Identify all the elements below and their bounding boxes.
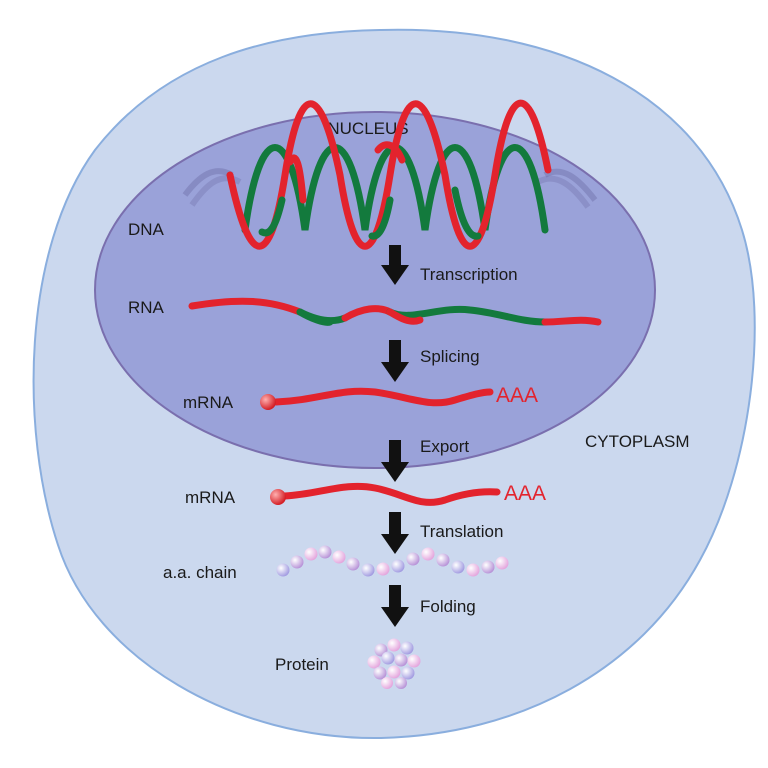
rna-label: RNA	[128, 298, 165, 317]
amino-acid-chain	[276, 545, 509, 577]
rna-strand	[188, 297, 602, 326]
arrow-export	[381, 440, 409, 482]
arrow-splicing	[381, 340, 409, 382]
step-splicing: Splicing	[420, 347, 480, 366]
arrow-transcription	[381, 245, 409, 285]
protein-label: Protein	[275, 655, 329, 674]
mrna-cytoplasm-label: mRNA	[185, 488, 236, 507]
dna-helix	[182, 99, 598, 250]
mrna-cytoplasm-strand	[270, 482, 501, 506]
arrow-translation	[381, 512, 409, 554]
nucleus-label: NUCLEUS	[327, 119, 408, 138]
step-folding: Folding	[420, 597, 476, 616]
folded-protein	[367, 638, 421, 689]
nucleus	[94, 111, 656, 469]
mrna-cap	[260, 394, 276, 410]
step-transcription: Transcription	[420, 265, 518, 284]
step-translation: Translation	[420, 522, 503, 541]
step-export: Export	[420, 437, 469, 456]
mrna-nucleus-strand	[260, 387, 494, 410]
cytoplasm-label: CYTOPLASM	[585, 432, 690, 451]
dna-label: DNA	[128, 220, 165, 239]
mrna-cap	[270, 489, 286, 505]
poly-a-tail-nucleus: AAA	[496, 384, 538, 407]
mrna-nucleus-label: mRNA	[183, 393, 234, 412]
poly-a-tail-cytoplasm: AAA	[504, 482, 546, 505]
aa-chain-label: a.a. chain	[163, 563, 237, 582]
arrow-folding	[381, 585, 409, 627]
